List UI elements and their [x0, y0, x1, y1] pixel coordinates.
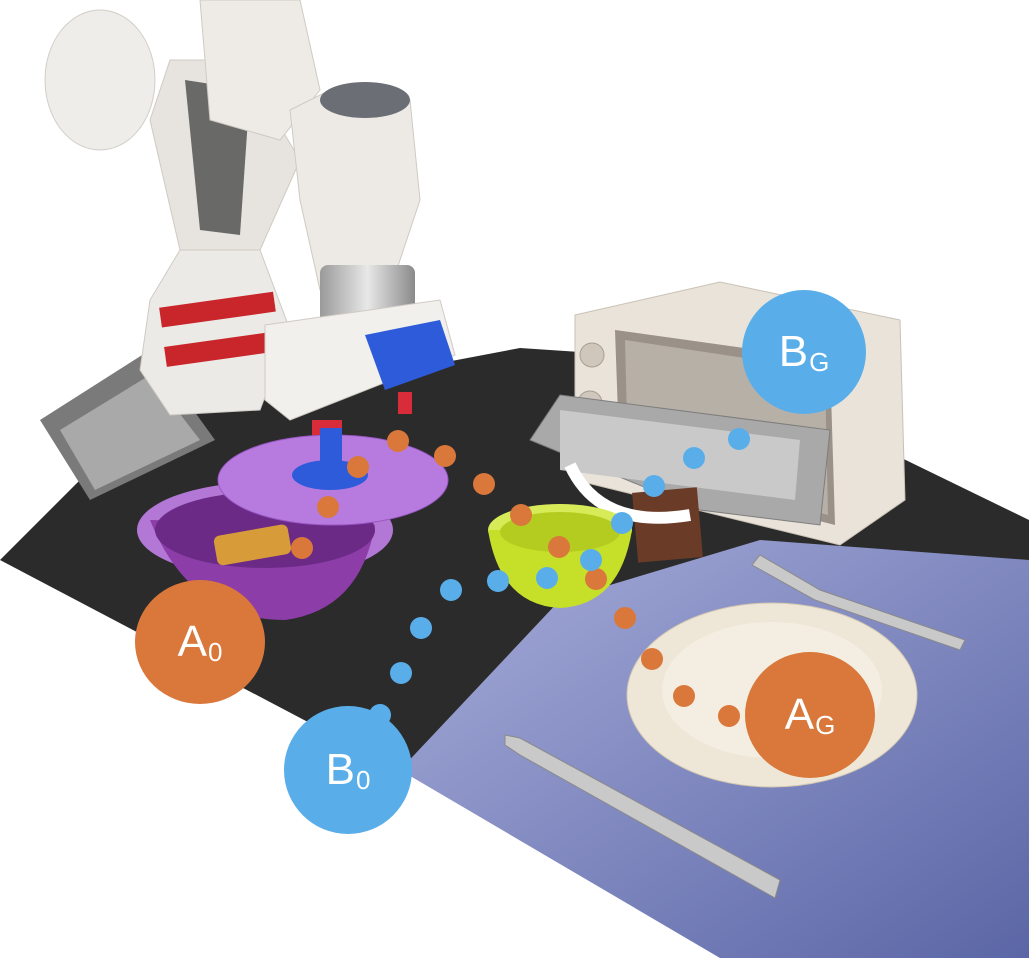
path-a-dot — [434, 445, 456, 467]
path-a-dot — [387, 430, 409, 452]
label-b-goal-letter: B — [778, 327, 809, 376]
path-b-dot — [487, 570, 509, 592]
path-a-dot — [641, 648, 663, 670]
label-a-goal-subscript: G — [815, 709, 836, 740]
path-a-dot — [317, 496, 339, 518]
label-a-start-letter: A — [177, 617, 207, 666]
robot-arm — [44, 0, 456, 460]
trajectory-a — [291, 430, 740, 727]
label-b-start-subscript: 0 — [355, 764, 371, 795]
path-a-dot — [585, 568, 607, 590]
path-a-dot — [347, 456, 369, 478]
path-b-dot — [390, 662, 412, 684]
label-b-goal-subscript: G — [809, 346, 830, 377]
path-b-dot — [410, 617, 432, 639]
label-a-goal-letter: A — [784, 690, 815, 739]
path-a-dot — [510, 504, 532, 526]
path-b-dot — [580, 549, 602, 571]
fork — [751, 554, 966, 651]
path-a-dot — [614, 607, 636, 629]
label-a-start-subscript: 0 — [207, 636, 223, 667]
path-a-dot — [673, 685, 695, 707]
path-b-dot — [728, 428, 750, 450]
path-b-dot — [643, 475, 665, 497]
path-a-dot — [548, 536, 570, 558]
path-b-dot — [683, 447, 705, 469]
path-b-dot — [536, 567, 558, 589]
path-a-dot — [473, 473, 495, 495]
path-b-dot — [440, 579, 462, 601]
path-a-dot — [718, 705, 740, 727]
label-b-start-letter: B — [325, 745, 355, 794]
knife — [504, 734, 781, 899]
path-b-dot — [611, 512, 633, 534]
path-a-dot — [291, 537, 313, 559]
